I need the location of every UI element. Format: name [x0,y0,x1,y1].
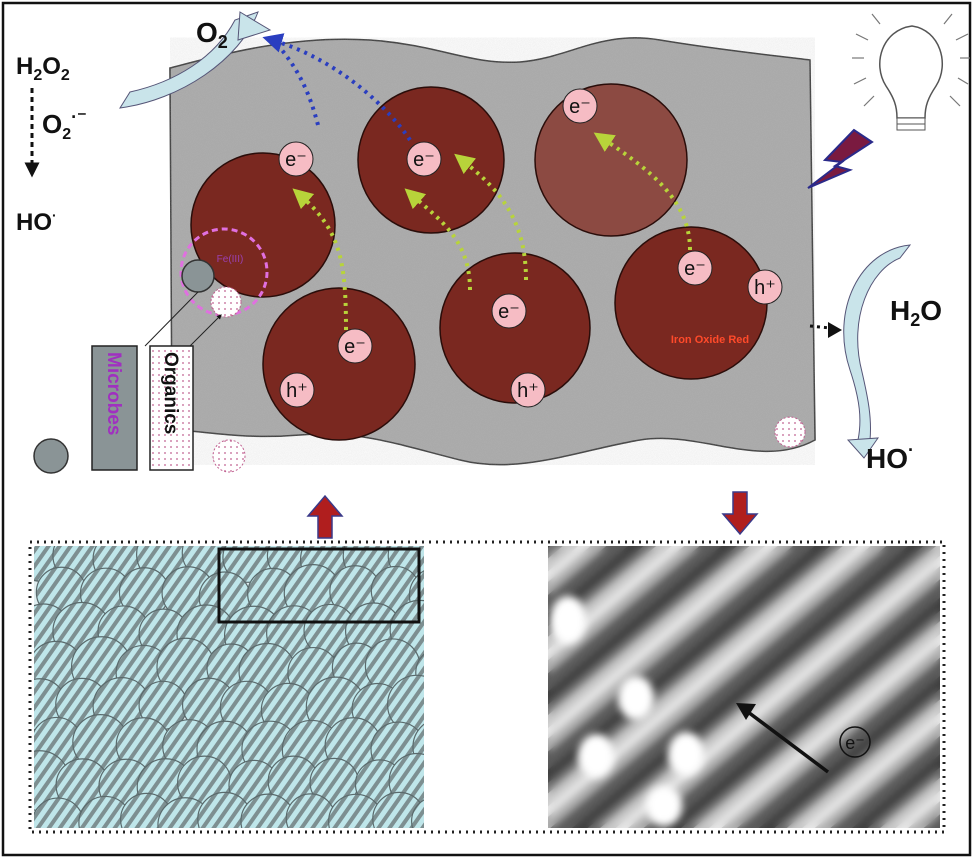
microbes-box [91,345,138,471]
svg-text:h⁺: h⁺ [517,380,539,402]
svg-text:e⁻: e⁻ [498,301,520,323]
migration-arrow-1 [292,188,348,331]
microbe-leader [144,291,199,347]
migration-arrow-4 [593,132,692,251]
carrier-e-4: e⁻ [337,328,373,364]
ho-right-label: HO· [866,440,914,474]
particle-5 [439,252,591,404]
carrier-e-6: e⁻ [677,250,713,286]
svg-text:e⁻: e⁻ [285,149,307,171]
svg-text:h⁺: h⁺ [286,380,308,402]
ho-left-label: HO· [16,207,57,236]
particle-name-label: Iron Oxide Red [671,334,749,346]
carrier-e-5: e⁻ [491,293,527,329]
carrier-h-2: h⁺ [510,372,546,408]
organic-attached [210,286,242,318]
microbe-free [33,438,69,474]
organic-leader [189,314,222,347]
svg-text:e⁻: e⁻ [684,258,706,280]
svg-text:e⁻: e⁻ [569,96,591,118]
organic-free [212,439,246,473]
organic-right [774,416,806,448]
lattice-electron: e⁻ [839,726,871,758]
microbe-attached [181,259,215,293]
lattice-image-panel [548,546,940,828]
carrier-h-1: h⁺ [279,372,315,408]
svg-text:e⁻: e⁻ [845,733,865,753]
svg-text:h⁺: h⁺ [754,277,776,299]
lattice-electron-arrow [746,710,830,774]
organics-box [149,345,194,471]
microbes-label: Microbes [103,352,124,435]
bottom-frame [28,540,946,834]
migration-arrow-3 [454,153,528,281]
h2o-pointer-arrow [828,322,842,338]
packed-particle [411,799,424,828]
carrier-e-2: e⁻ [406,141,442,177]
organics-label: Organics [160,352,181,434]
fe-label: Fe(III) [217,254,244,265]
svg-text:e⁻: e⁻ [413,149,435,171]
svg-text:e⁻: e⁻ [344,336,366,358]
electron-transfer-path-a [273,40,320,126]
zoom-box [217,547,421,624]
carrier-e-3: e⁻ [562,88,598,124]
packed-particles-panel [34,546,424,828]
adsorption-zone [179,227,269,317]
electron-transfer-path-b [262,33,412,142]
light-bulb-icon [852,13,970,131]
block-arrow-down [721,491,759,536]
carrier-h-3: h⁺ [747,269,783,305]
particle-4 [262,287,416,441]
lightning-icon [807,128,874,189]
block-arrow-up [306,494,344,539]
particle-3 [534,83,688,237]
carrier-e-1: e⁻ [278,141,314,177]
